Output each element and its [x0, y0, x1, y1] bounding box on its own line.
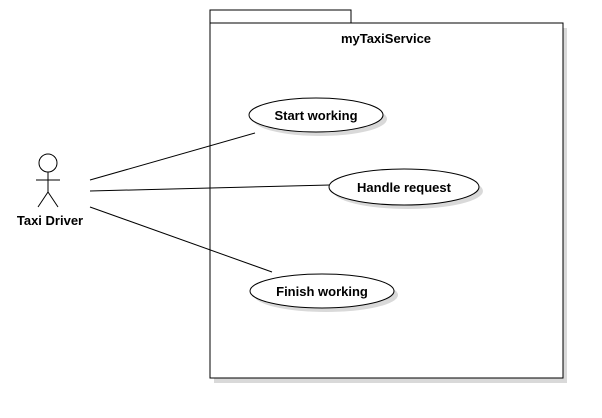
- stick-figure-icon: [36, 153, 60, 208]
- use-case-finish-working[interactable]: Finish working: [249, 273, 398, 312]
- use-case-label: Finish working: [276, 284, 368, 299]
- use-case-ellipse: [248, 97, 384, 133]
- association-start-working[interactable]: [89, 132, 256, 181]
- use-case-label: Handle request: [357, 180, 452, 195]
- association-finish-working[interactable]: [89, 206, 273, 273]
- use-case-ellipse: [249, 273, 395, 309]
- package-tab: [209, 9, 352, 24]
- use-case-start-working[interactable]: Start working: [248, 97, 387, 136]
- associations: [89, 132, 331, 273]
- use-case-ellipse: [328, 168, 480, 206]
- association-handle-request[interactable]: [89, 184, 331, 192]
- system-name: myTaxiService: [341, 31, 431, 46]
- actor-taxi-driver[interactable]: Taxi Driver: [17, 153, 83, 228]
- actor-label: Taxi Driver: [17, 213, 83, 228]
- use-case-label: Start working: [274, 108, 357, 123]
- use-case-handle-request[interactable]: Handle request: [328, 168, 483, 209]
- system-boundary[interactable]: myTaxiService: [209, 9, 567, 383]
